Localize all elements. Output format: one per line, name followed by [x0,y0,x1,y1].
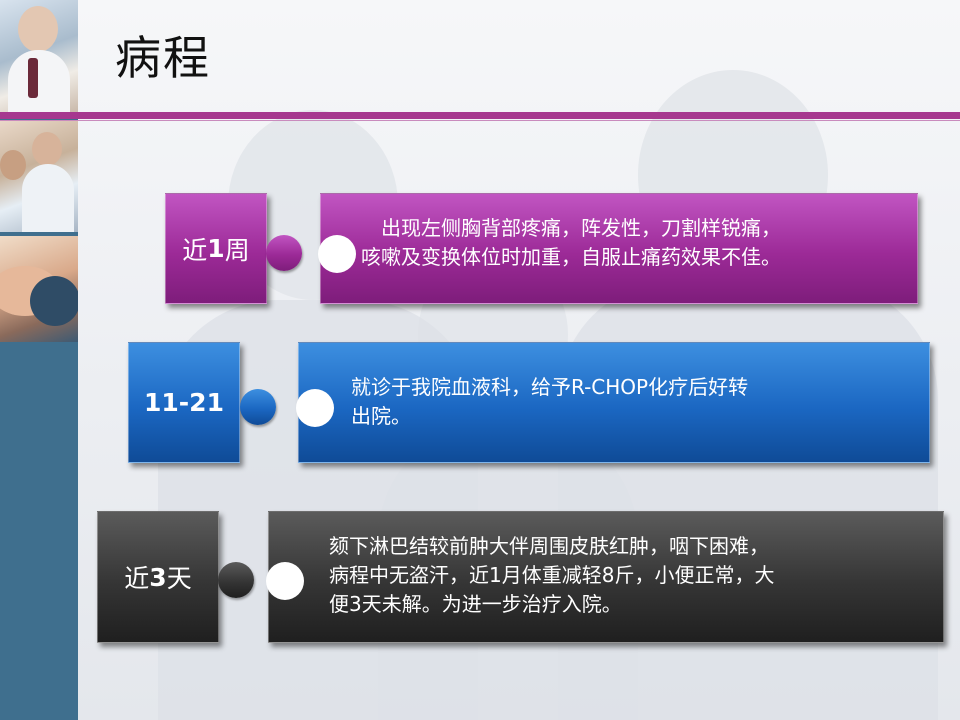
puzzle-socket-2 [296,389,334,427]
puzzle-socket-3 [266,562,304,600]
label-suffix: 周 [224,235,250,265]
label-prefix: 近 [124,564,150,593]
content-line: 出现左侧胸背部疼痛，阵发性，刀割样锐痛， [381,216,781,240]
content-line: 咳嗽及变换体位时加重，自服止痛药效果不佳。 [361,245,781,269]
page-title: 病程 [115,31,211,85]
doctor-photo-3 [0,236,78,342]
label-suffix: 天 [166,564,192,593]
title-divider-thin [0,120,960,121]
timeline-content-1: 出现左侧胸背部疼痛，阵发性，刀割样锐痛， 咳嗽及变换体位时加重，自服止痛药效果不… [320,193,918,304]
content-line: 就诊于我院血液科，给予R-CHOP化疗后好转 [351,375,749,399]
doctor-photo-2 [0,120,78,232]
content-line: 病程中无盗汗，近1月体重减轻8斤，小便正常，大 [329,563,775,587]
label-number: 11-21 [144,388,224,417]
timeline-content-2: 就诊于我院血液科，给予R-CHOP化疗后好转 出院。 [298,342,930,463]
timeline-content-3: 颏下淋巴结较前肿大伴周围皮肤红肿，咽下困难， 病程中无盗汗，近1月体重减轻8斤，… [268,511,944,643]
puzzle-connector-1 [266,235,302,271]
label-number: 3 [149,562,167,592]
doctor-photo-1 [0,0,78,112]
content-line: 出院。 [351,404,411,428]
label-number: 1 [207,234,225,263]
label-prefix: 近 [182,235,208,265]
puzzle-connector-2 [240,389,276,425]
timeline-label-2: 11-21 [128,342,240,463]
title-divider [0,112,960,119]
left-sidebar-strip [0,0,78,720]
content-line: 颏下淋巴结较前肿大伴周围皮肤红肿，咽下困难， [329,534,769,558]
content-line: 便3天未解。为进一步治疗入院。 [329,592,622,616]
puzzle-socket-1 [318,235,356,273]
puzzle-connector-3 [218,562,254,598]
